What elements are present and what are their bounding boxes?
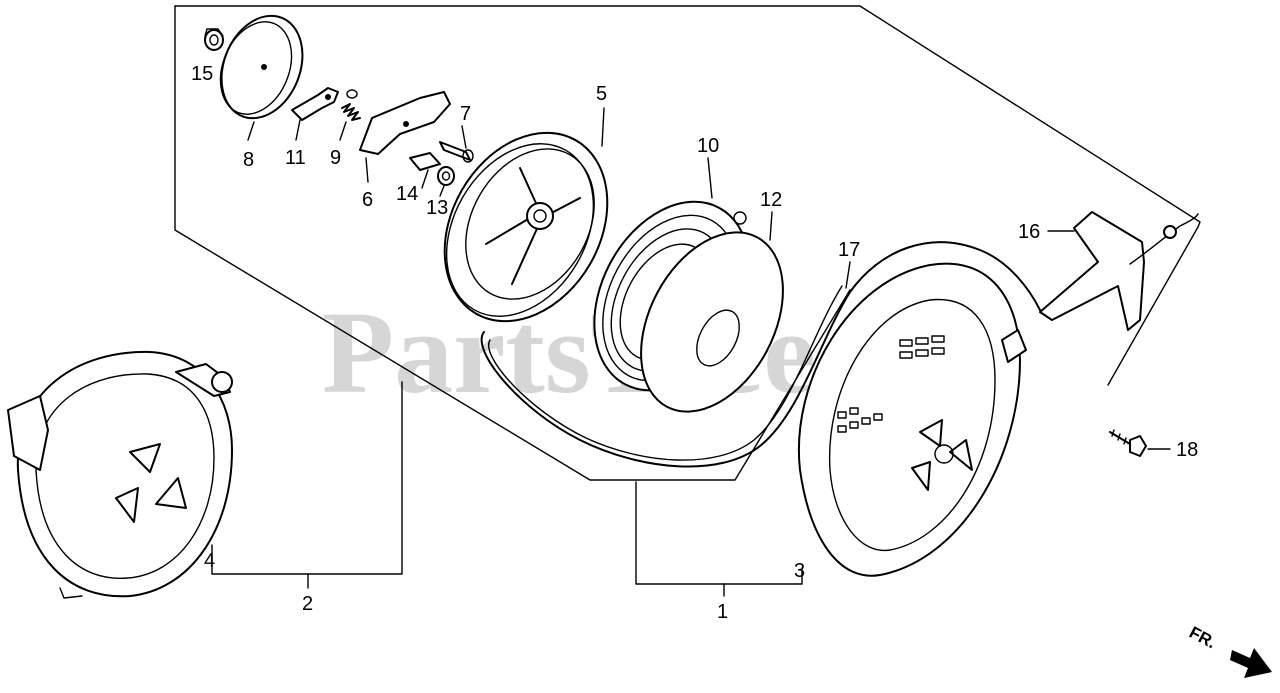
case-grille [837, 335, 945, 433]
part-12-cover[interactable] [612, 208, 812, 436]
callout-18: 18 [1176, 439, 1198, 461]
part-16-grip[interactable] [1039, 211, 1199, 331]
callout-5: 5 [596, 83, 607, 105]
callout-14: 14 [396, 183, 418, 205]
part-9-spring[interactable] [341, 89, 361, 121]
callout-labels: 1 2 3 4 5 6 7 8 9 10 11 12 13 14 15 16 1… [191, 63, 1198, 623]
part-11-ratchet[interactable] [291, 87, 339, 121]
part-5-reel[interactable] [412, 103, 640, 350]
callout-15: 15 [191, 63, 213, 85]
callout-10: 10 [697, 135, 719, 157]
callout-12: 12 [760, 189, 782, 211]
callout-13: 13 [426, 197, 448, 219]
front-direction-marker: FR. [1186, 623, 1272, 678]
front-marker-label: FR. [1186, 623, 1219, 653]
callout-3: 3 [794, 560, 805, 582]
callout-7: 7 [460, 103, 471, 125]
part-3-starter-case[interactable] [797, 262, 1027, 577]
callout-6: 6 [362, 189, 373, 211]
part-15-nut[interactable] [204, 28, 224, 51]
leader-lines [247, 107, 1171, 450]
callout-16: 16 [1018, 221, 1040, 243]
part-14-collar[interactable] [409, 152, 441, 171]
part-7-pin[interactable] [439, 141, 474, 163]
callout-1: 1 [717, 601, 728, 623]
callout-2: 2 [302, 593, 313, 615]
part-8-plate[interactable] [207, 4, 317, 131]
group-bracket-1 [635, 481, 803, 597]
part-18-bolt[interactable] [1109, 429, 1147, 457]
front-arrow-icon [1230, 648, 1272, 678]
callout-8: 8 [243, 149, 254, 171]
part-4-starter-assembly[interactable] [7, 350, 233, 599]
callout-9: 9 [330, 147, 341, 169]
assembly-boundary [174, 5, 1201, 481]
callout-4: 4 [204, 550, 215, 572]
callout-17: 17 [838, 239, 860, 261]
group-bracket-2 [211, 381, 403, 589]
part-6-guide[interactable] [359, 91, 451, 155]
part-13-washer[interactable] [437, 166, 455, 186]
callout-11: 11 [285, 147, 306, 169]
part-17-rope[interactable] [480, 241, 1041, 468]
